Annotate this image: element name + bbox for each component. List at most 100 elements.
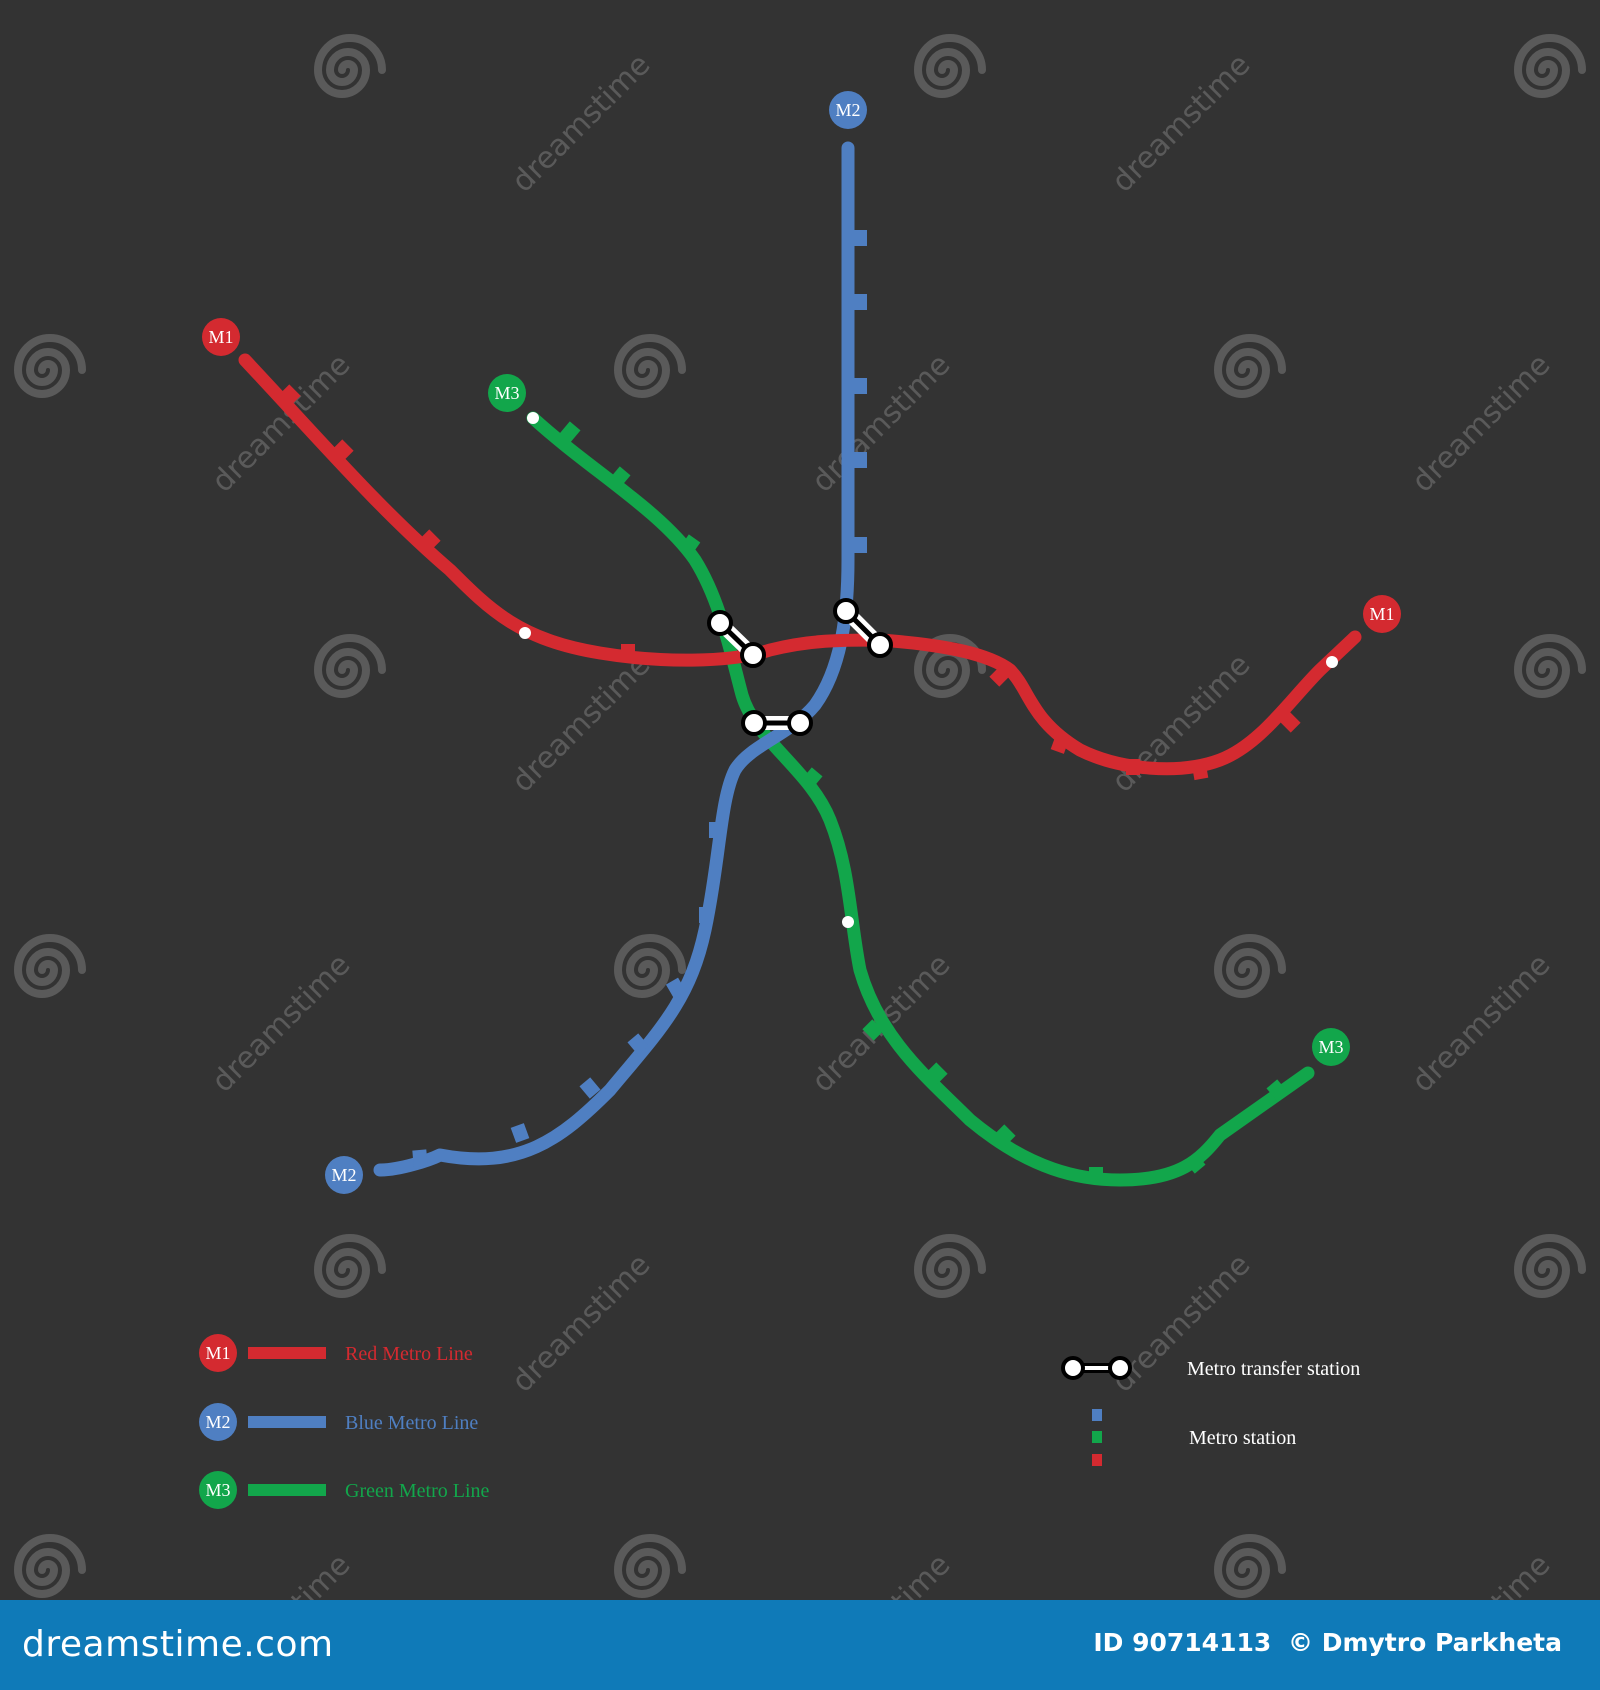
dreamstime-spiral-icon [1513, 34, 1586, 98]
dreamstime-spiral-icon [1513, 1234, 1586, 1298]
blue-station-tick [853, 378, 867, 394]
author-credit: © Dmytro Parkheta [1287, 1628, 1562, 1657]
blue-legend-swatch [248, 1416, 326, 1428]
green-station-swatch [1092, 1431, 1102, 1443]
watermark-text: dreamstime [505, 647, 657, 799]
green-station-tick [1184, 1152, 1206, 1174]
image-id: ID 90714113 [1093, 1628, 1272, 1657]
watermark-text: dreamstime [1405, 1547, 1557, 1600]
dreamstime-spiral-icon [13, 334, 86, 398]
watermark-text: dreamstime [1405, 347, 1557, 499]
watermark-text: dreamstime [1105, 47, 1257, 199]
green-station-tick [994, 1124, 1016, 1146]
blue-station-tick [853, 452, 867, 468]
blue-line-path [373, 141, 855, 1177]
dreamstime-spiral-icon [1213, 334, 1286, 398]
green-legend-swatch [248, 1484, 326, 1496]
blue-badge-label: M2 [331, 1165, 356, 1185]
transfer-station [741, 710, 813, 736]
dreamstime-spiral-icon [313, 34, 386, 98]
green-station-tick [1089, 1167, 1103, 1183]
green-station-tick [679, 534, 701, 556]
green-line-path [526, 411, 1315, 1187]
blue-station-tick [709, 822, 723, 838]
watermark-text: dreamstime [205, 1547, 357, 1600]
legend-item-transfer: Metro transfer station [1061, 1356, 1360, 1380]
transfer-station [833, 598, 893, 658]
red-station-tick [1279, 711, 1301, 733]
watermark-text: dreamstime [805, 347, 957, 499]
watermark-text: dreamstime [505, 1247, 657, 1399]
blue-station-tick [579, 1077, 601, 1099]
blue-station-tick [665, 977, 687, 999]
green-station-tick [1266, 1079, 1288, 1101]
dreamstime-spiral-icon [1213, 934, 1286, 998]
legend-item-green: M3 Green Metro Line [199, 1471, 490, 1509]
blue-line-badge: M2 [829, 91, 867, 129]
stock-footer: dreamstime.com ID 90714113 © Dmytro Park… [0, 1600, 1600, 1690]
dreamstime-spiral-icon [313, 634, 386, 698]
red-station-tick [621, 644, 635, 660]
green-station-tick [862, 1019, 884, 1041]
blue-legend-label: Blue Metro Line [345, 1412, 478, 1434]
blue-badge-label: M2 [835, 100, 860, 120]
green-legend-label: Green Metro Line [345, 1480, 490, 1502]
dreamstime-spiral-icon [1213, 1534, 1286, 1598]
green-legend-badge [199, 1471, 237, 1509]
blue-station-tick [510, 1123, 530, 1143]
dreamstime-spiral-icon [313, 1234, 386, 1298]
dreamstime-spiral-icon [1513, 634, 1586, 698]
metro-station-dot [842, 916, 854, 928]
blue-station-tick [853, 294, 867, 310]
green-station-tick [559, 421, 581, 443]
blue-station-tick [853, 230, 867, 246]
red-legend-swatch [248, 1347, 326, 1359]
red-badge-label: M1 [208, 327, 233, 347]
metro-station-dot [527, 412, 539, 424]
green-station-tick [801, 767, 823, 789]
watermark-text: dreamstime [805, 1547, 957, 1600]
dreamstime-spiral-icon [613, 1534, 686, 1598]
watermark-text: dreamstime [505, 47, 657, 199]
blue-station-tick [412, 1149, 428, 1167]
red-station-swatch [1092, 1454, 1102, 1466]
dreamstime-spiral-icon [913, 1234, 986, 1298]
footer-brand[interactable]: dreamstime.com [22, 1624, 334, 1665]
green-line-badge: M3 [488, 374, 526, 412]
transfer-station [707, 610, 766, 668]
red-legend-badge [199, 1334, 237, 1372]
dreamstime-spiral-icon [13, 934, 86, 998]
blue-station-swatch [1092, 1409, 1102, 1421]
red-station-tick [1050, 734, 1070, 754]
metro-station-dot [1326, 656, 1338, 668]
watermark-text: dreamstime [1405, 947, 1557, 1099]
green-legend-badge-label: M3 [205, 1480, 230, 1500]
red-legend-label: Red Metro Line [345, 1343, 473, 1365]
station-legend-label: Metro station [1189, 1427, 1296, 1449]
blue-legend-badge [199, 1403, 237, 1441]
dreamstime-spiral-icon [13, 1534, 86, 1598]
metro-map: dreamstime dreamstime dreamstime dreamstime… [13, 34, 1586, 1600]
red-line-badge: M1 [202, 318, 240, 356]
dreamstime-spiral-icon [913, 34, 986, 98]
legend-item-station: Metro station [1092, 1409, 1296, 1466]
red-line-badge: M1 [1363, 595, 1401, 633]
red-station-tick [989, 665, 1011, 687]
blue-station-tick [699, 907, 713, 923]
green-badge-label: M3 [1318, 1037, 1343, 1057]
transfer-legend-label: Metro transfer station [1187, 1358, 1360, 1380]
red-line-path [238, 353, 1362, 776]
blue-legend-badge-label: M2 [205, 1412, 230, 1432]
footer-credit: ID 90714113 © Dmytro Parkheta [1093, 1628, 1570, 1657]
dreamstime-spiral-icon [613, 934, 686, 998]
red-station-tick [1191, 761, 1209, 781]
metro-station-dot [519, 627, 531, 639]
green-badge-label: M3 [494, 383, 519, 403]
metro-lines [238, 141, 1362, 1187]
watermark-text: dreamstime [205, 947, 357, 1099]
blue-station-tick [627, 1033, 649, 1055]
red-station-tick [1126, 759, 1140, 775]
